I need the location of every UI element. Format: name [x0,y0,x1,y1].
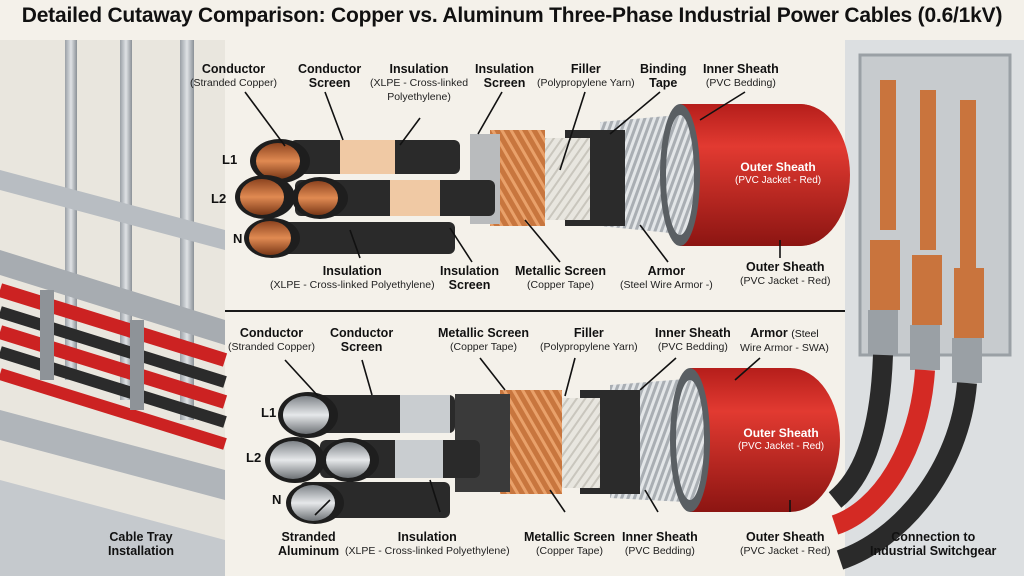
page-title: Detailed Cutaway Comparison: Copper vs. … [21,4,1003,27]
aluminum-label-stranded-aluminum: Stranded Aluminum [278,530,340,558]
copper-label-armor: Armor (Steel Wire Armor -) [620,264,713,291]
cable-tray-scene [0,40,228,576]
aluminum-label-inner-sheath: Inner Sheath (PVC Bedding) [655,326,731,353]
copper-label-filler: Filler (Polypropylene Yarn) [537,62,635,89]
switchgear-caption: Connection to Industrial Switchgear [870,530,997,558]
aluminum-label-armor: Armor (Steel Wire Armor - SWA) [740,326,829,354]
copper-label-inner-sheath: Inner Sheath (PVC Bedding) [703,62,779,89]
copper-label-insulation-screen: Insulation Screen [475,62,535,90]
copper-label-insulation-bottom: Insulation (XLPE - Cross-linked Polyethy… [270,264,435,291]
aluminum-phase-l2: L2 [246,450,262,465]
aluminum-label-outer-sheath-inline: Outer Sheath (PVC Jacket - Red) [738,426,825,452]
copper-label-insulation: Insulation (XLPE - Cross-linked Polyethy… [370,62,469,103]
switchgear-scene [828,40,1024,576]
aluminum-phase-l1: L1 [261,405,277,420]
aluminum-label-outer-sheath: Outer Sheath (PVC Jacket - Red) [740,530,831,557]
copper-cable [235,104,850,258]
aluminum-label-metallic-screen-bottom: Metallic Screen (Copper Tape) [524,530,616,557]
copper-leader-lines [244,91,781,263]
aluminum-label-inner-sheath-bottom: Inner Sheath (PVC Bedding) [622,530,698,557]
aluminum-label-metallic-screen: Metallic Screen (Copper Tape) [438,326,530,353]
aluminum-label-conductor: Conductor (Stranded Copper) [228,326,315,353]
copper-phase-l2: L2 [211,191,227,206]
cable-tray-caption: Cable Tray Installation [108,530,174,558]
aluminum-label-insulation: Insulation (XLPE - Cross-linked Polyethy… [345,530,510,557]
copper-label-binding-tape: Binding Tape [640,62,687,90]
aluminum-label-filler: Filler (Polypropylene Yarn) [540,326,638,353]
copper-label-outer-sheath: Outer Sheath (PVC Jacket - Red) [740,260,831,287]
aluminum-phase-n: N [272,492,282,507]
aluminum-cable [265,368,840,524]
copper-label-conductor-screen: Conductor Screen [298,62,362,90]
copper-label-insulation-screen-bottom: Insulation Screen [440,264,500,292]
copper-phase-l1: L1 [222,152,238,167]
copper-label-metallic-screen: Metallic Screen (Copper Tape) [515,264,607,291]
copper-label-outer-sheath-inline: Outer Sheath (PVC Jacket - Red) [735,160,822,186]
aluminum-label-conductor-screen: Conductor Screen [330,326,394,354]
copper-label-conductor: Conductor (Stranded Copper) [190,62,277,89]
aluminum-leader-lines [284,357,791,516]
copper-phase-n: N [233,231,243,246]
